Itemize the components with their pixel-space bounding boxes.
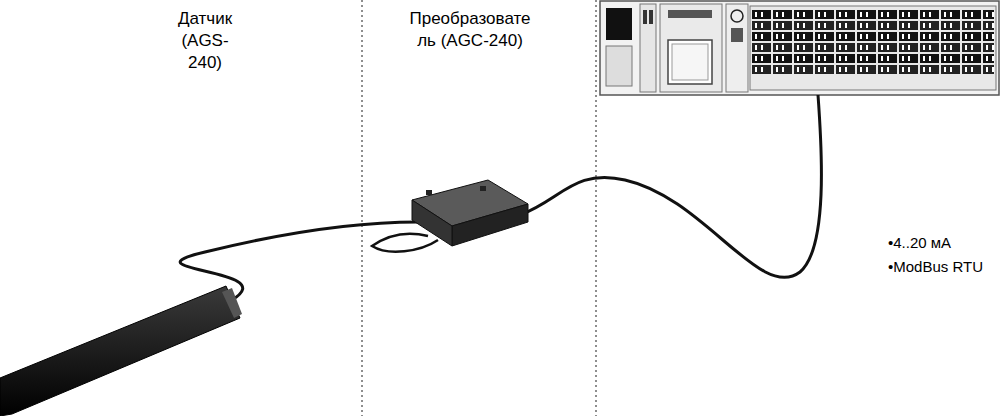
signal-label: •4..20 мА [888, 233, 951, 253]
sensor-probe [0, 286, 240, 416]
cable [180, 222, 418, 300]
protocol-label: •ModBus RTU [888, 257, 983, 277]
separator-line [361, 0, 362, 416]
cable [372, 234, 438, 252]
sensor-cap [222, 288, 242, 318]
separator-line [595, 0, 596, 416]
converter-box [412, 180, 528, 246]
sensor-label: Датчик (AGS-240) [178, 8, 232, 74]
plc-rack [600, 1, 999, 95]
cable [522, 95, 821, 277]
converter-label: Преобразовате ль (AGC-240) [409, 8, 530, 52]
